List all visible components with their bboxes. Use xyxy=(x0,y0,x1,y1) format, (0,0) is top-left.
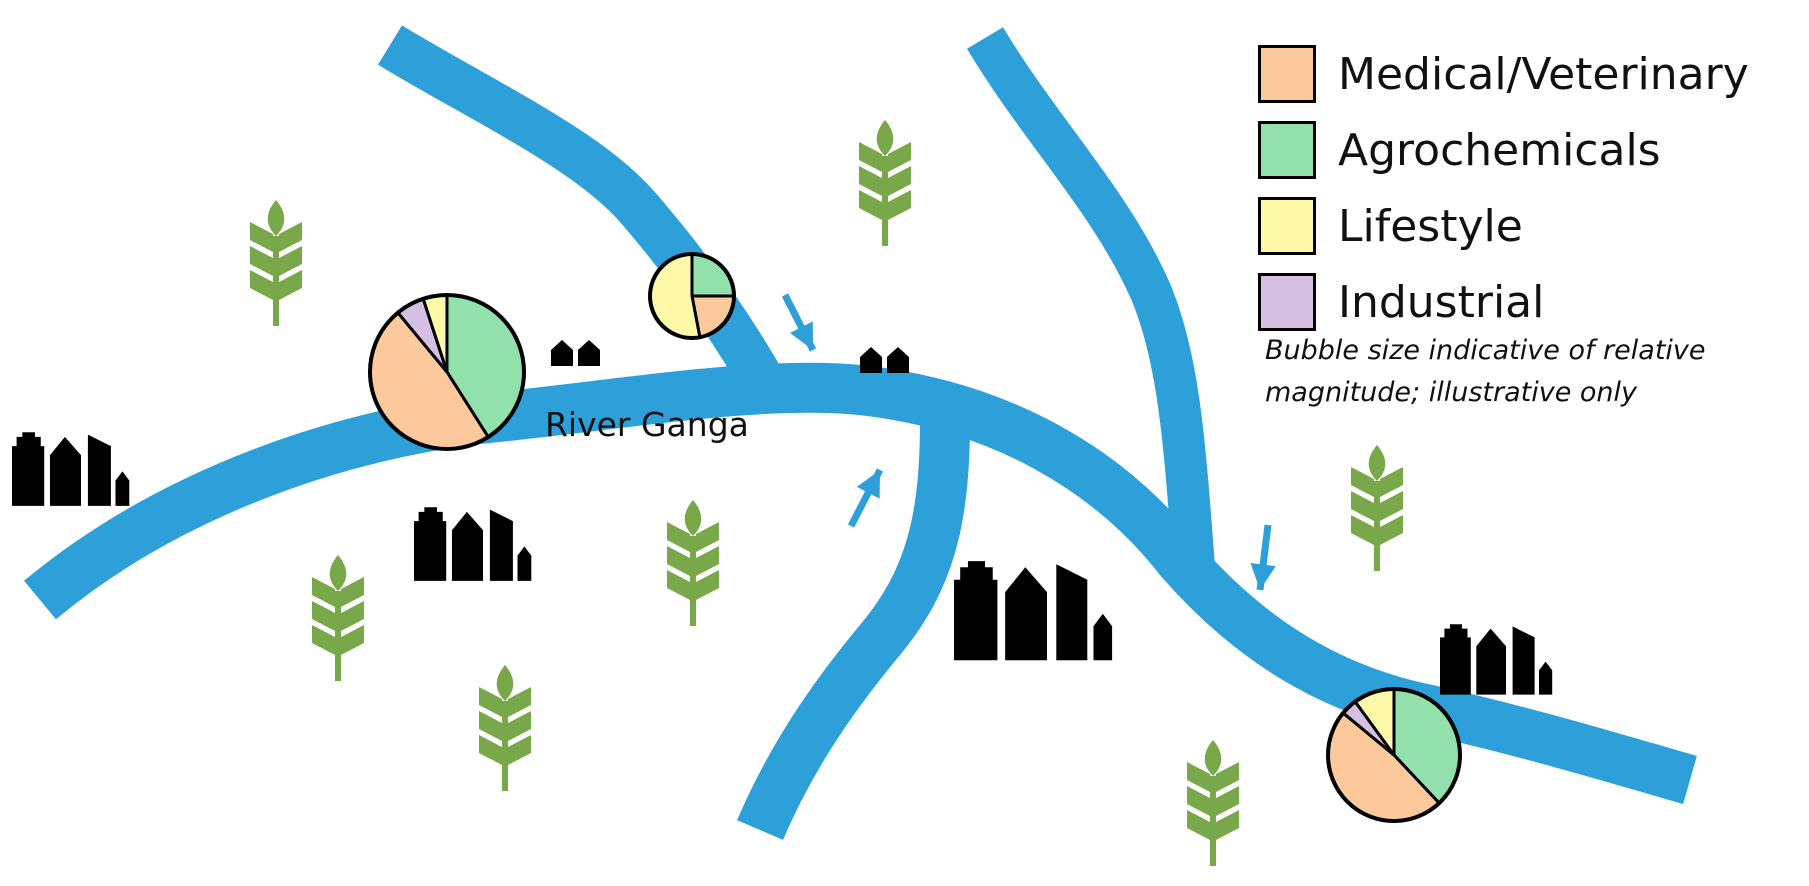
legend-label: Industrial xyxy=(1338,276,1545,328)
pie-bubbles xyxy=(368,252,1462,823)
building-icon xyxy=(954,561,1113,661)
legend-item-agrochemicals: Agrochemicals xyxy=(1258,112,1798,188)
bubble-size-note: Bubble size indicative of relative magni… xyxy=(1265,335,1706,408)
northeast-tributary xyxy=(966,27,1216,582)
crop-icon xyxy=(667,500,719,626)
flow-arrow xyxy=(1605,752,1675,778)
pie-outline xyxy=(368,293,526,451)
legend: Medical/Veterinary Agrochemicals Lifesty… xyxy=(1258,36,1798,340)
northwest-tributary xyxy=(378,25,791,407)
crop-icon xyxy=(312,555,364,681)
pie-outline xyxy=(648,252,736,340)
crop-icon xyxy=(859,120,911,246)
legend-label: Agrochemicals xyxy=(1338,124,1661,176)
east-bubble xyxy=(1326,687,1462,823)
legend-swatch xyxy=(1258,45,1316,103)
flow-arrows xyxy=(781,293,1675,778)
legend-item-industrial: Industrial xyxy=(1258,264,1798,340)
building-icon xyxy=(551,340,600,366)
pie-outline xyxy=(1326,687,1462,823)
crop-icon xyxy=(479,665,531,791)
crop-icon xyxy=(250,200,302,326)
building-icon xyxy=(12,432,130,506)
river-label: River Ganga xyxy=(545,405,749,444)
building-icon xyxy=(1440,624,1553,695)
crop-icon xyxy=(1187,740,1239,866)
flow-arrow xyxy=(781,293,825,356)
south-tributary xyxy=(737,419,970,840)
legend-swatch xyxy=(1258,273,1316,331)
legend-label: Lifestyle xyxy=(1338,200,1523,252)
legend-label: Medical/Veterinary xyxy=(1338,48,1749,100)
legend-item-medical: Medical/Veterinary xyxy=(1258,36,1798,112)
legend-item-lifestyle: Lifestyle xyxy=(1258,188,1798,264)
west-bubble xyxy=(368,293,526,451)
building-icon xyxy=(414,507,532,581)
flow-arrow xyxy=(847,464,892,528)
legend-swatch xyxy=(1258,121,1316,179)
tributary-bubble xyxy=(648,252,736,340)
crop-icon xyxy=(1351,445,1403,571)
flow-arrow xyxy=(1247,524,1276,592)
legend-swatch xyxy=(1258,197,1316,255)
